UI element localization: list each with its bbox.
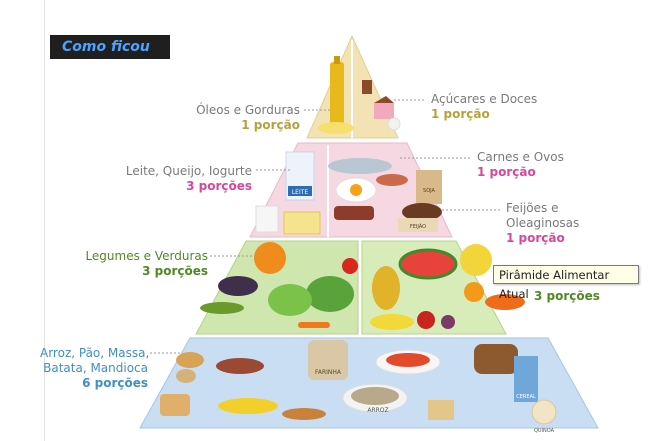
tier-grains: FARINHA ARROZ CEREAL QUINOA [139,337,599,434]
tier-dairy-protein: LEITE SOJA FEIJÃO [249,142,453,238]
corn-icon [218,398,278,414]
grapes-icon [441,315,455,329]
label-veg-portion: 3 porções [142,264,208,278]
cheese-icon [283,211,321,235]
milk-label: LEITE [292,189,309,196]
leader-lines [150,99,500,354]
eggplant-icon [218,276,258,296]
label-oils: Óleos e Gorduras 1 porção [170,103,300,133]
potato-icon [176,369,196,383]
papaya-icon [485,294,525,310]
fish-icon [328,158,392,174]
cake-icon [374,103,394,119]
label-dairy-name: Leite, Queijo, Iogurte [125,164,252,178]
label-meat: Carnes e Ovos 1 porção [477,150,564,180]
carrot-icon [298,322,330,328]
flour-bag-icon [308,340,348,380]
cereal-box-icon [514,356,538,402]
beans-bowl-icon [402,203,442,221]
melon-icon [460,244,492,276]
tier-oils-sugars [306,34,401,139]
label-fruits-portion: 3 porções [534,289,600,303]
lettuce-icon [268,284,312,316]
steak-icon [334,206,374,220]
label-fruits: 3 porções [534,289,600,304]
image-tooltip: Pirâmide Alimentar Atual [493,265,639,301]
toast-icon [160,394,190,416]
bean-bag-icon [416,170,442,204]
label-grains-name-1: Arroz, Pão, Massa, [40,346,150,360]
label-dairy-portion: 3 porções [186,179,252,193]
pineapple-icon [372,266,400,310]
label-dairy: Leite, Queijo, Iogurte 3 porções [110,164,252,194]
label-oils-portion: 1 porção [241,118,300,132]
sugar-cube-icon [387,117,401,131]
quinoa-bowl-icon [531,399,557,425]
cabbage-icon [306,276,354,312]
bean-package-label: FEIJÃO [410,223,426,230]
pumpkin-icon [254,242,286,274]
tier-veg-fruits [195,240,525,335]
label-sugars: Açúcares e Doces 1 porção [431,92,537,122]
apple-icon [417,311,435,329]
yogurt-icon [255,205,279,233]
caption-badge: Como ficou [50,35,170,59]
zucchini-icon [200,302,244,314]
butter-icon [318,122,354,134]
label-veg-name: Legumes e Verduras [85,249,208,263]
sweet-potato-icon [216,358,264,374]
cereal-label: CEREAL [516,394,536,400]
label-beans: Feijões e Oleaginosas 1 porção [506,201,579,246]
label-meat-portion: 1 porção [477,165,536,179]
watermelon-icon [398,248,458,280]
quinoa-label: QUINOA [534,428,555,434]
label-grains: Arroz, Pão, Massa, Batata, Mandioca 6 po… [40,346,150,391]
flour-label: FARINHA [315,369,342,376]
oil-bottle-icon [330,62,344,124]
label-meat-name: Carnes e Ovos [477,150,564,164]
soy-label: SOJA [423,188,435,194]
rice-label: ARROZ [367,407,388,414]
label-beans-name-2: Oleaginosas [506,216,580,230]
label-grains-name-2: Batata, Mandioca [43,361,148,375]
crackers-icon [428,400,454,420]
orange-icon [464,282,484,302]
cassava-icon [282,408,326,420]
label-grains-portion: 6 porções [82,376,148,390]
label-beans-portion: 1 porção [506,231,565,245]
label-sugars-name: Açúcares e Doces [431,92,538,106]
bread-roll-icon [176,352,204,368]
sausage-icon [376,174,408,186]
bread-loaf-icon [474,344,518,374]
tomato-icon [342,258,358,274]
label-oils-name: Óleos e Gorduras [196,103,300,117]
label-veg: Legumes e Verduras 3 porções [60,249,208,279]
label-beans-name-1: Feijões e [506,201,559,215]
label-sugars-portion: 1 porção [431,107,490,121]
banana-icon [370,314,414,330]
